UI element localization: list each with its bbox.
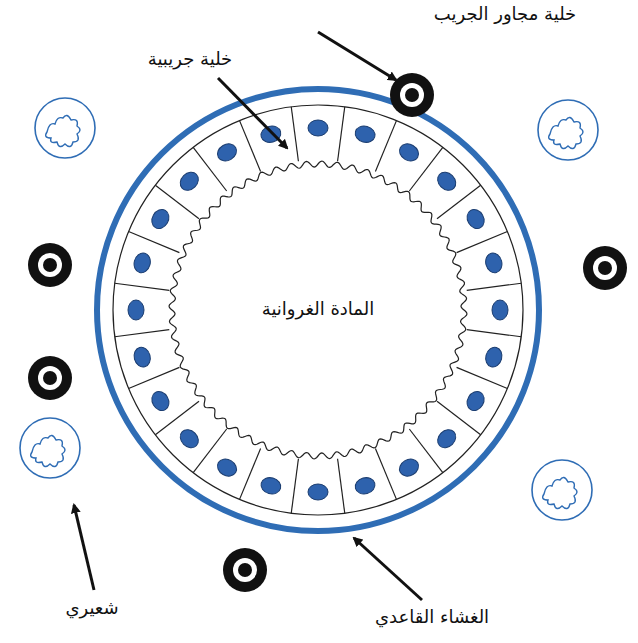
capillary xyxy=(532,460,592,520)
cell-core xyxy=(598,261,612,275)
blood-cell xyxy=(46,115,80,146)
basement-membrane xyxy=(97,89,539,531)
leader-line xyxy=(218,78,287,148)
nucleus xyxy=(353,124,376,145)
leader-line xyxy=(74,505,94,590)
parafollicular-cell xyxy=(583,246,627,290)
blood-cell xyxy=(31,435,65,466)
nucleus xyxy=(483,251,504,274)
cell-wall xyxy=(375,121,396,172)
nucleus xyxy=(214,456,239,480)
cell-core xyxy=(238,563,252,577)
capillary xyxy=(538,100,598,160)
basement-membrane-label: الغشاء القاعدي xyxy=(373,606,491,627)
parafollicular-cell xyxy=(390,73,434,117)
nucleus xyxy=(483,345,504,368)
cell-wall xyxy=(115,330,170,337)
cell-wall xyxy=(467,283,522,290)
colloid-edge xyxy=(169,161,467,459)
follicular-cells xyxy=(115,107,521,513)
cell-wall xyxy=(457,367,508,388)
nucleus xyxy=(464,206,488,231)
cell-wall xyxy=(467,330,522,337)
nucleus xyxy=(214,140,239,164)
nucleus xyxy=(492,300,508,320)
cell-ring xyxy=(593,256,617,280)
cell-core xyxy=(43,258,57,272)
cell-wall xyxy=(457,232,508,253)
cell-wall xyxy=(240,449,261,500)
nucleus xyxy=(128,300,144,320)
leader-line xyxy=(354,538,422,600)
nucleus xyxy=(396,140,421,164)
nucleus xyxy=(148,206,172,231)
parafollicular-cell xyxy=(223,548,267,592)
nucleus xyxy=(434,426,459,451)
parafollicular-cell xyxy=(28,356,72,400)
nucleus xyxy=(396,456,421,480)
cell-wall xyxy=(291,107,298,162)
nucleus xyxy=(353,475,376,496)
leader-line xyxy=(318,32,396,80)
nucleus xyxy=(132,251,153,274)
cell-core xyxy=(43,371,57,385)
follicular-cell-label: خلية جريبية xyxy=(146,48,234,69)
cell-ring xyxy=(38,253,62,277)
capillary-label: شعيري xyxy=(63,597,120,618)
nucleus xyxy=(308,484,328,500)
follicle-cell-ring xyxy=(113,105,523,515)
parafollicular-label: خلية مجاور الجريب xyxy=(432,3,578,24)
cell-wall xyxy=(338,459,345,514)
cell-wall xyxy=(375,449,396,500)
nucleus xyxy=(464,388,488,413)
nucleus xyxy=(132,345,153,368)
cell-ring xyxy=(400,83,424,107)
nucleus xyxy=(177,426,202,451)
nucleus xyxy=(308,120,328,136)
capillary xyxy=(20,418,80,478)
cell-wall xyxy=(129,367,180,388)
nucleus xyxy=(177,169,202,194)
nucleus xyxy=(148,388,172,413)
cell-wall xyxy=(129,232,180,253)
cell-core xyxy=(405,88,419,102)
cell-wall xyxy=(338,107,345,162)
blood-cell xyxy=(543,477,577,508)
nucleus xyxy=(259,475,282,496)
blood-cell xyxy=(549,117,583,148)
cell-wall xyxy=(115,283,170,290)
capillary xyxy=(35,98,95,158)
capillaries xyxy=(20,98,598,520)
cell-ring xyxy=(38,366,62,390)
nucleus xyxy=(434,169,459,194)
parafollicular-cell xyxy=(28,243,72,287)
cell-ring xyxy=(233,558,257,582)
colloid-region: المادة الغروانية xyxy=(168,160,468,460)
colloid-label: المادة الغروانية xyxy=(262,298,374,319)
parafollicular-cells xyxy=(28,73,627,592)
cell-wall xyxy=(240,121,261,172)
cell-wall xyxy=(291,459,298,514)
